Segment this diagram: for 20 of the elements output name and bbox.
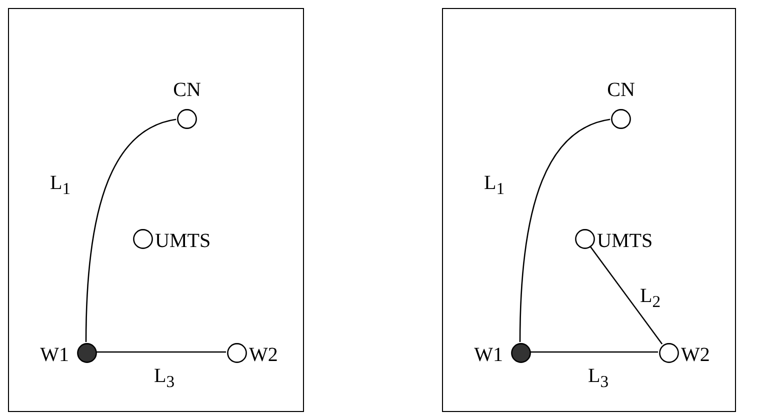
node-label: W2 xyxy=(681,344,710,366)
connector-line xyxy=(96,351,226,353)
connector-line xyxy=(519,118,610,342)
node-label: CN xyxy=(607,79,635,101)
panel-frame xyxy=(442,8,736,412)
node-label: UMTS xyxy=(155,230,211,252)
edge-label: L$_{1}$ xyxy=(484,172,505,200)
edge-label: L$_{3}$ xyxy=(154,365,175,393)
connector-line xyxy=(530,351,658,353)
edge-label: L$_{3}$ xyxy=(588,365,609,393)
node-label: W1 xyxy=(40,344,69,366)
node-label: W2 xyxy=(249,344,278,366)
connector-line xyxy=(589,246,663,344)
edge-label: L$_{2}$ xyxy=(640,285,661,313)
node-label: CN xyxy=(173,79,201,101)
connector-line xyxy=(85,118,176,342)
node-label: UMTS xyxy=(597,230,653,252)
node-label: W1 xyxy=(474,344,503,366)
panel-frame xyxy=(8,8,304,412)
edge-label: L$_{1}$ xyxy=(50,172,71,200)
